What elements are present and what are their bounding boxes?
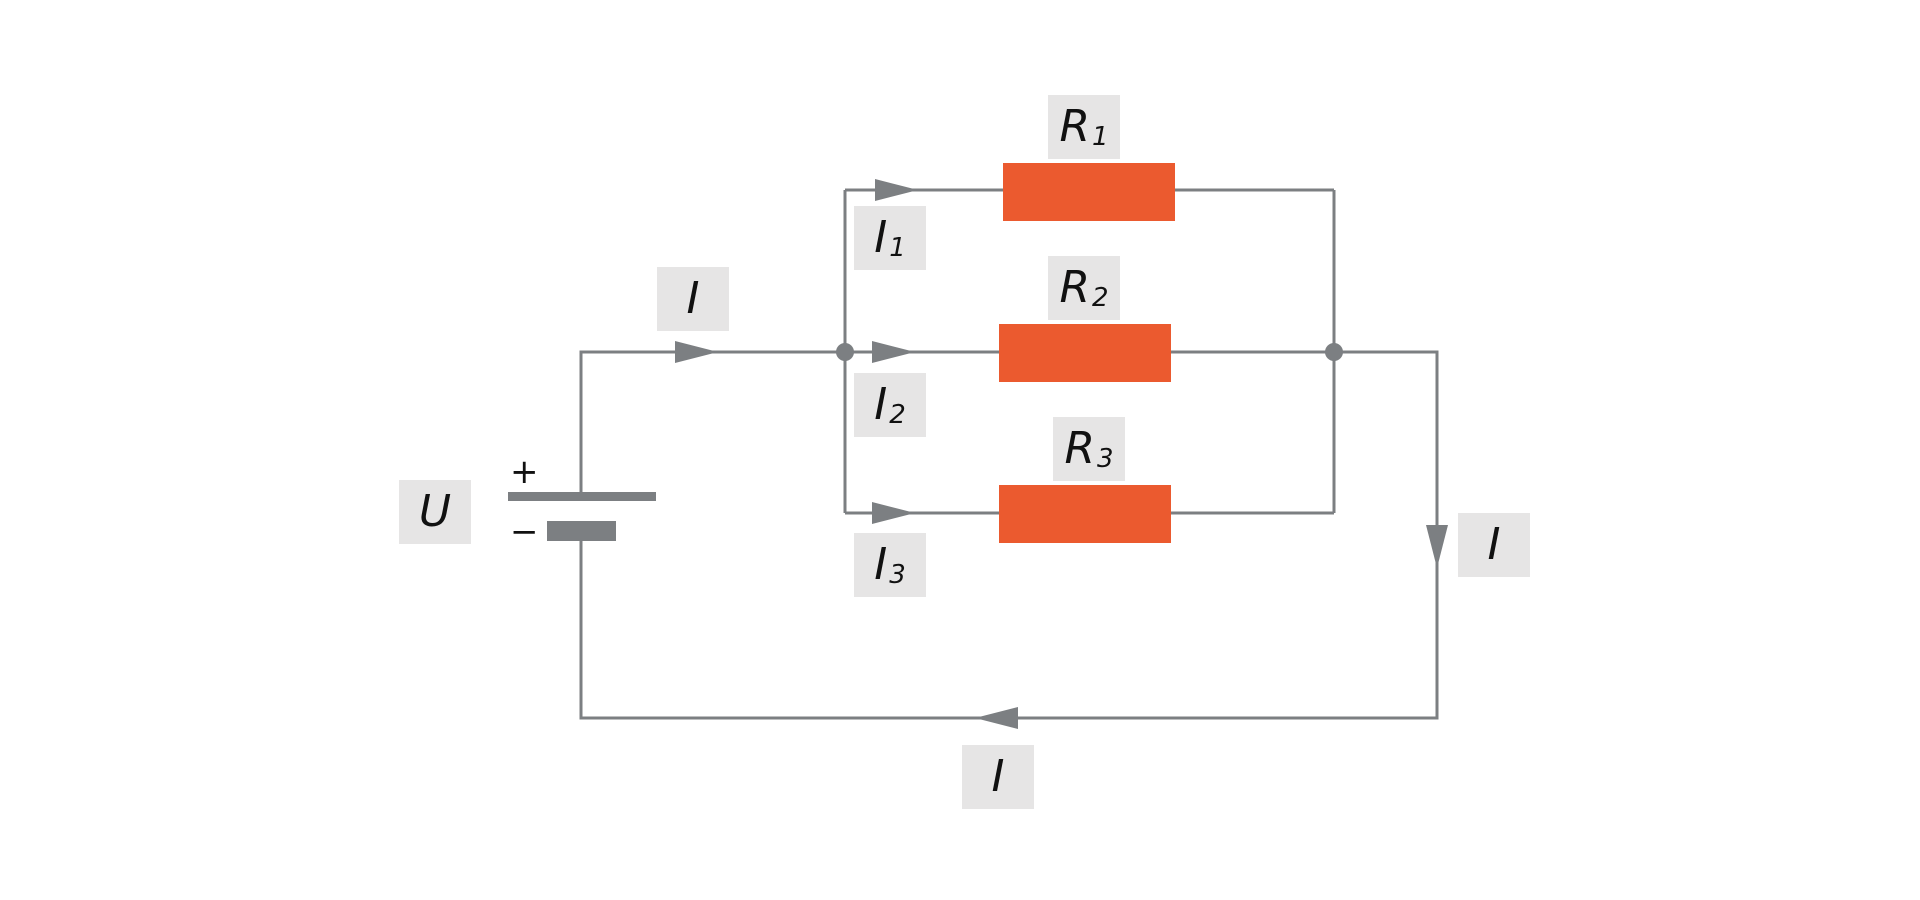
label-current-i-bottom: I	[962, 745, 1034, 809]
junction-node-left	[836, 343, 854, 361]
label-resistor-r1-index: 1	[1092, 122, 1109, 152]
arrow-current-i3-icon	[872, 502, 915, 524]
resistor-r1	[1003, 163, 1175, 221]
label-current-i-top: I	[657, 267, 729, 331]
label-resistor-r1-symbol: R	[1059, 101, 1091, 152]
label-voltage-u-text: U	[418, 486, 452, 537]
label-current-i1-symbol: I	[874, 212, 888, 263]
label-current-i3-index: 3	[889, 560, 906, 590]
wire-top-left	[579, 350, 845, 496]
label-resistor-r2-symbol: R	[1059, 262, 1091, 313]
label-current-i2-index: 2	[889, 400, 906, 430]
junction-node-right	[1325, 343, 1343, 361]
battery-minus-sign: −	[510, 512, 539, 552]
battery-positive-plate	[508, 492, 656, 501]
label-current-i1-index: 1	[889, 233, 906, 263]
label-voltage-u: U	[399, 480, 471, 544]
label-current-i2-symbol: I	[874, 379, 888, 430]
wire-bottom-return	[579, 350, 1439, 720]
label-resistor-r3-index: 3	[1097, 444, 1114, 474]
label-current-i-top-text: I	[686, 273, 700, 324]
label-current-i-bottom-text: I	[991, 751, 1005, 802]
resistor-r3	[999, 485, 1171, 543]
battery-plus-sign: +	[510, 452, 539, 492]
label-resistor-r2-index: 2	[1092, 283, 1109, 313]
arrow-current-main-icon	[675, 341, 718, 363]
label-current-i-right-text: I	[1487, 519, 1501, 570]
label-current-i-right: I	[1458, 513, 1530, 577]
resistor-r2	[999, 324, 1171, 382]
battery-negative-plate	[547, 521, 616, 541]
arrow-current-return-down-icon	[1426, 525, 1448, 568]
label-current-i3-symbol: I	[874, 539, 888, 590]
label-resistor-r3-symbol: R	[1064, 423, 1096, 474]
arrow-current-i1-icon	[875, 179, 918, 201]
arrow-current-return-left-icon	[975, 707, 1018, 729]
arrow-current-i2-icon	[872, 341, 915, 363]
